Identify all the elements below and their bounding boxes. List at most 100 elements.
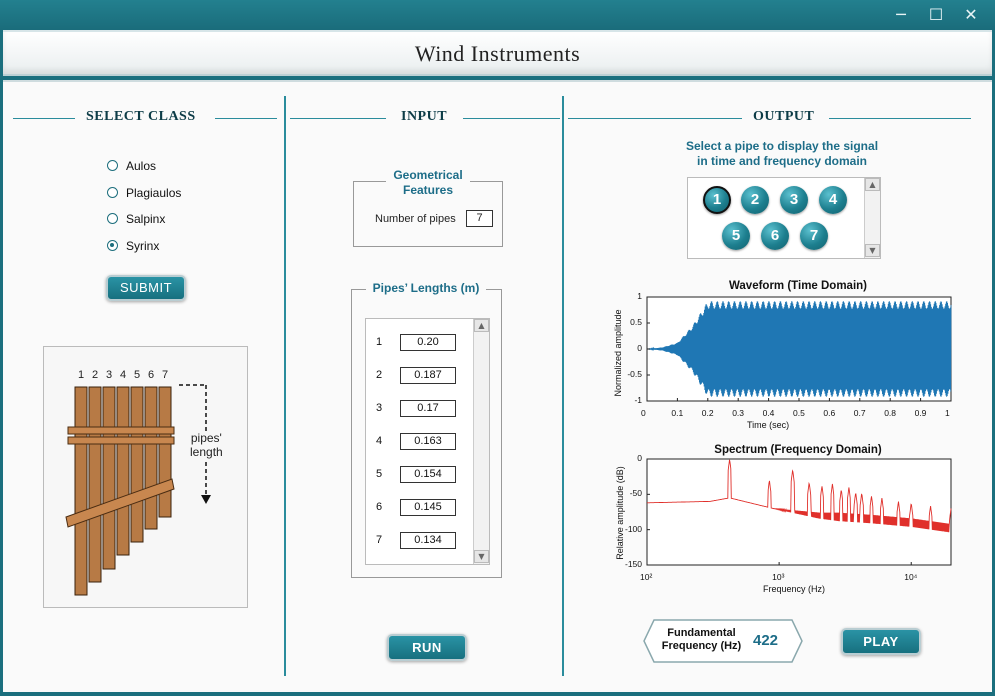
waveform-chart [646,296,952,402]
x-tick-label: 0 [641,408,646,418]
pipes-lengths-title: Pipes’ Lengths (m) [366,281,486,295]
scroll-down-icon[interactable]: ▼ [865,244,880,257]
x-tick-label: 0.1 [671,408,684,418]
pipe-select-button[interactable]: 2 [741,186,769,214]
page-title: Wind Instruments [414,41,581,66]
submit-button[interactable]: SUBMIT [106,275,186,301]
y-tick-label: -50 [629,488,642,499]
pipe-length-input[interactable]: 0.134 [400,532,456,549]
fundamental-label-line: Fundamental [667,627,736,639]
x-tick-label: 0.3 [732,408,745,418]
pipe-length-input[interactable]: 0.187 [400,367,456,384]
pipe-shape [158,386,172,518]
pipe-index-label: 1 [376,336,383,348]
x-tick-label: 0.6 [823,408,836,418]
title-bar: ─ ☐ ✕ [0,0,995,30]
waveform-xlabel: Time (sec) [747,420,790,430]
x-tick-label: 10³ [772,572,785,582]
pipe-length-input[interactable]: 0.145 [400,499,456,516]
y-tick-label: 0 [637,453,642,463]
pipe-selector-scrollbar[interactable]: ▲ ▼ [864,178,880,258]
pipe-select-button[interactable]: 4 [819,186,847,214]
pipe-index-label: 7 [376,534,383,546]
pipe-number-label: 1 [77,369,85,381]
pipe-length-input[interactable]: 0.163 [400,433,456,450]
close-icon[interactable]: ✕ [964,5,978,24]
fundamental-label: Fundamental Frequency (Hz) [654,627,749,653]
radio-circle[interactable] [107,187,118,198]
app-header: Wind Instruments [3,30,992,76]
y-tick-label: -0.5 [627,369,642,379]
run-button[interactable]: RUN [387,634,467,661]
output-heading: OUTPUT [753,109,815,124]
waveform-ylabel: Normalized amplitude [613,309,623,397]
pipe-shape [102,386,116,570]
header-rule [215,118,277,119]
header-rule [568,118,742,119]
input-heading: INPUT [401,109,448,124]
spectrum-series [647,459,952,533]
num-pipes-input[interactable]: 7 [466,210,493,227]
instruction-line: in time and frequency domain [696,154,868,168]
radio-circle[interactable] [107,213,118,224]
x-tick-label: 1 [945,408,950,418]
legend-line: Features [402,183,454,197]
pipe-number-label: 4 [119,369,127,381]
play-button[interactable]: PLAY [841,628,921,655]
spectrum-ylabel: Relative amplitude (dB) [615,466,625,560]
x-tick-label: 10⁴ [904,572,918,582]
pipe-length-input[interactable]: 0.20 [400,334,456,351]
pipe-number-label: 6 [147,369,155,381]
pipe-length-input[interactable]: 0.154 [400,466,456,483]
pipe-length-input[interactable]: 0.17 [400,400,456,417]
spectrum-chart [646,458,952,566]
pan-flute-icon [65,384,211,596]
x-tick-label: 0.4 [762,408,775,418]
waveform-title: Waveform (Time Domain) [728,280,868,292]
column-divider [562,96,564,676]
select-class-heading: SELECT CLASS [86,109,196,124]
pipe-index-label: 5 [376,468,383,480]
pipe-index-label: 6 [376,501,383,513]
pipe-select-button[interactable]: 6 [761,222,789,250]
fundamental-frequency-badge [643,619,803,663]
radio-circle[interactable] [107,160,118,171]
header-rule [463,118,560,119]
pipe-number-label: 5 [133,369,141,381]
pipe-shape [116,386,130,556]
y-tick-label: -150 [624,559,642,569]
pipe-number-label: 2 [91,369,99,381]
annotation-line: pipes' [190,431,222,445]
y-tick-label: 0 [637,343,642,353]
annotation-line: length [190,445,223,459]
pipe-shape [130,386,144,543]
spectrum-title: Spectrum (Frequency Domain) [714,444,882,456]
y-tick-label: -100 [624,523,642,534]
maximize-icon[interactable]: ☐ [928,5,944,24]
fundamental-label-line: Frequency (Hz) [661,640,742,652]
x-tick-label: 0.2 [701,408,714,418]
x-tick-label: 0.9 [914,408,927,418]
radio-label: Aulos [126,159,157,173]
pipe-select-button[interactable]: 1 [703,186,731,214]
pipe-index-label: 3 [376,402,383,414]
main-content: SELECT CLASS Aulos Plagiaulos Salpinx Sy… [3,80,992,692]
pipe-shape [88,386,102,583]
lengths-scrollbar[interactable]: ▲ ▼ [473,319,489,564]
column-divider [284,96,286,676]
minimize-icon[interactable]: ─ [896,5,906,24]
legend-line: Geometrical [393,168,463,182]
scroll-up-icon[interactable]: ▲ [474,319,489,332]
radio-label: Salpinx [126,212,166,226]
header-rule [290,118,386,119]
pipe-select-button[interactable]: 7 [800,222,828,250]
pipe-select-button[interactable]: 3 [780,186,808,214]
scroll-down-icon[interactable]: ▼ [474,550,489,563]
pipe-number-label: 7 [161,369,169,381]
pipe-select-button[interactable]: 5 [722,222,750,250]
x-tick-label: 0.5 [793,408,805,418]
radio-circle[interactable] [107,240,118,251]
scroll-up-icon[interactable]: ▲ [865,178,880,191]
spectrum-xlabel: Frequency (Hz) [763,584,826,594]
pipe-shape [144,386,158,530]
